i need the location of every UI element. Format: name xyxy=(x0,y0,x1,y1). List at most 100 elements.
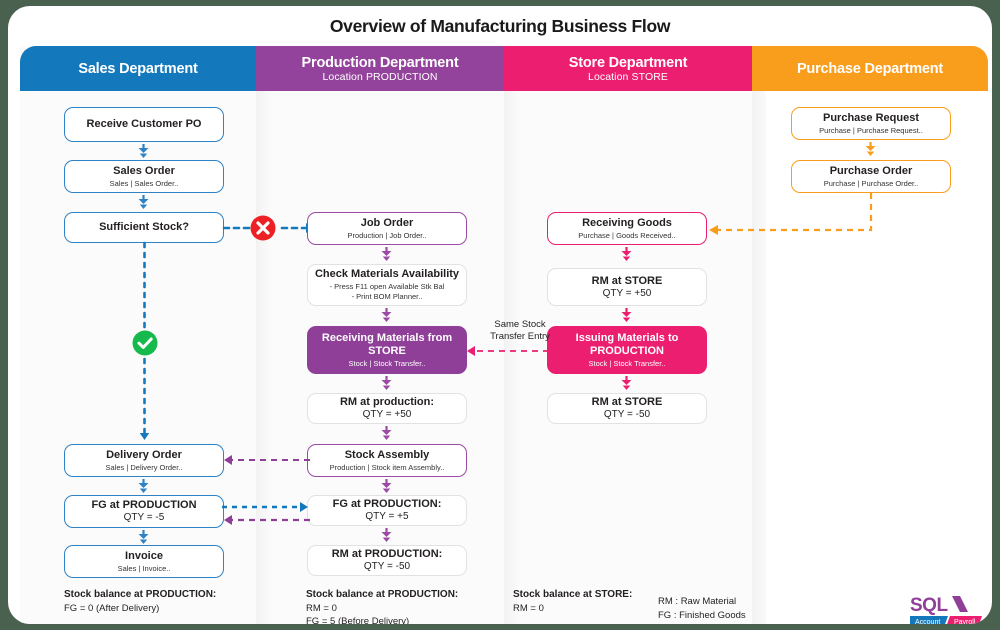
arrow-down-sales-3 xyxy=(137,479,150,495)
node-check-materials-availability[interactable]: Check Materials Availability - Press F11… xyxy=(307,264,467,306)
column-header-store-subtitle: Location STORE xyxy=(588,70,668,83)
column-separator-2 xyxy=(504,46,518,624)
node-receiving-materials-from-store[interactable]: Receiving Materials from STORE Stock | S… xyxy=(307,326,467,374)
node-receive-customer-po[interactable]: Receive Customer PO xyxy=(64,107,224,142)
note-heading: Stock balance at STORE: xyxy=(513,589,633,600)
column-header-production-subtitle: Location PRODUCTION xyxy=(322,70,438,83)
annotation-same-stock-transfer: Same Stock Transfer Entry xyxy=(490,319,550,342)
node-quantity: QTY = +5 xyxy=(365,511,409,522)
node-fg-at-production[interactable]: FG at PRODUCTION: QTY = +5 xyxy=(307,495,467,526)
arrow-down-prod-3 xyxy=(380,376,393,392)
note-heading: Stock balance at PRODUCTION: xyxy=(306,589,459,600)
arrow-down-prod-5 xyxy=(380,479,393,495)
legend-item-rm: RM : Raw Material xyxy=(658,596,737,607)
arrow-down-sales-1 xyxy=(137,144,150,160)
node-title: RM at STORE xyxy=(591,396,663,408)
node-subtitle: Stock | Stock Transfer.. xyxy=(348,358,426,368)
node-title: Delivery Order xyxy=(106,448,182,461)
yes-marker-icon xyxy=(131,329,159,357)
node-quantity: QTY = +50 xyxy=(362,409,412,420)
node-issuing-materials-to-production[interactable]: Issuing Materials to PRODUCTION Stock | … xyxy=(547,326,707,374)
connector-sufficient-stock-yes xyxy=(138,241,151,446)
node-purchase-request[interactable]: Purchase Request Purchase | Purchase Req… xyxy=(791,107,951,140)
column-header-sales: Sales Department xyxy=(20,46,256,91)
node-stock-assembly[interactable]: Stock Assembly Production | Stock item A… xyxy=(307,444,467,477)
svg-text:Payroll: Payroll xyxy=(954,619,976,624)
node-title: Check Materials Availability xyxy=(314,268,460,280)
node-delivery-order[interactable]: Delivery Order Sales | Delivery Order.. xyxy=(64,444,224,477)
connector-store-to-production-transfer xyxy=(463,345,551,357)
connector-fg-sales-to-fg-production xyxy=(222,501,310,513)
node-subtitle: Purchase | Purchase Order.. xyxy=(823,178,919,188)
arrow-down-store-2 xyxy=(620,308,633,324)
note-body: RM = 0 xyxy=(513,603,544,614)
node-title: Sufficient Stock? xyxy=(99,221,189,233)
node-title: Receiving Goods xyxy=(582,216,672,229)
no-marker-icon xyxy=(249,214,277,242)
column-separator-3 xyxy=(752,46,766,624)
arrow-down-store-3 xyxy=(620,376,633,392)
note-body: FG = 0 (After Delivery) xyxy=(64,603,160,614)
node-title: Invoice xyxy=(125,549,163,562)
sql-logo: SQL Account Payroll xyxy=(908,594,988,624)
connector-stock-assembly-to-delivery-order xyxy=(222,454,310,466)
node-title: Receive Customer PO xyxy=(86,118,202,130)
connector-purchase-order-to-receiving-goods xyxy=(706,193,876,243)
node-title: FG at PRODUCTION: xyxy=(332,498,442,510)
node-title: Sales Order xyxy=(113,164,175,177)
legend-item-fg: FG : Finished Goods xyxy=(658,610,746,621)
node-rm-at-store-out[interactable]: RM at STORE QTY = -50 xyxy=(547,393,707,424)
node-rm-at-production-final[interactable]: RM at PRODUCTION: QTY = -50 xyxy=(307,545,467,576)
node-title: FG at PRODUCTION xyxy=(91,499,197,511)
arrow-down-prod-6 xyxy=(380,528,393,544)
node-title: Stock Assembly xyxy=(344,448,430,461)
node-title: RM at PRODUCTION: xyxy=(331,548,443,560)
node-quantity: QTY = +50 xyxy=(602,287,652,299)
node-rm-at-store-in[interactable]: RM at STORE QTY = +50 xyxy=(547,268,707,306)
node-subtitle: Stock | Stock Transfer.. xyxy=(588,358,666,368)
node-subtitle: Sales | Delivery Order.. xyxy=(105,462,183,472)
arrow-down-sales-4 xyxy=(137,530,150,546)
column-separator-1 xyxy=(256,46,270,624)
arrow-down-prod-4 xyxy=(380,426,393,442)
node-title: Purchase Request xyxy=(823,111,919,124)
node-sales-order[interactable]: Sales Order Sales | Sales Order.. xyxy=(64,160,224,193)
column-header-store-title: Store Department xyxy=(568,54,688,71)
arrow-down-sales-2 xyxy=(137,195,150,211)
node-title: Purchase Order xyxy=(829,164,913,177)
legend: RM : Raw Material FG : Finished Goods xyxy=(658,595,746,623)
node-fg-at-production-sales[interactable]: FG at PRODUCTION QTY = -5 xyxy=(64,495,224,528)
node-sufficient-stock[interactable]: Sufficient Stock? xyxy=(64,212,224,243)
arrow-down-store-1 xyxy=(620,247,633,263)
node-quantity: QTY = -5 xyxy=(123,512,165,523)
node-title: Receiving Materials from STORE xyxy=(321,331,453,357)
column-header-sales-title: Sales Department xyxy=(78,60,198,77)
node-purchase-order[interactable]: Purchase Order Purchase | Purchase Order… xyxy=(791,160,951,193)
node-job-order[interactable]: Job Order Production | Job Order.. xyxy=(307,212,467,245)
node-quantity: QTY = -50 xyxy=(603,409,651,420)
node-rm-at-production[interactable]: RM at production: QTY = +50 xyxy=(307,393,467,424)
note-production-after-delivery: Stock balance at PRODUCTION: FG = 0 (Aft… xyxy=(64,588,264,615)
page-title: Overview of Manufacturing Business Flow xyxy=(329,16,671,36)
svg-text:Account: Account xyxy=(915,619,940,624)
node-title: Job Order xyxy=(360,216,414,229)
node-subtitle: Sales | Sales Order.. xyxy=(109,178,179,188)
arrow-down-prod-1 xyxy=(380,247,393,263)
note-heading: Stock balance at PRODUCTION: xyxy=(64,589,217,600)
node-invoice[interactable]: Invoice Sales | Invoice.. xyxy=(64,545,224,578)
note-production-before-delivery: Stock balance at PRODUCTION: RM = 0 FG =… xyxy=(306,588,516,624)
node-subtitle: Sales | Invoice.. xyxy=(117,563,171,573)
node-title: Issuing Materials to PRODUCTION xyxy=(575,331,679,357)
node-title: RM at production: xyxy=(339,396,435,408)
node-subtitle: Purchase | Purchase Request.. xyxy=(819,125,923,135)
note-body: RM = 0 FG = 5 (Before Delivery) xyxy=(306,603,410,624)
node-subtitle: - Press F11 open Available Stk Bal - Pri… xyxy=(329,282,445,301)
column-header-purchase: Purchase Department xyxy=(752,46,988,91)
node-title: RM at STORE xyxy=(591,274,663,287)
node-subtitle: Production | Job Order.. xyxy=(347,230,427,240)
arrow-down-purchase-1 xyxy=(864,142,877,158)
node-receiving-goods[interactable]: Receiving Goods Purchase | Goods Receive… xyxy=(547,212,707,245)
column-header-store: Store Department Location STORE xyxy=(504,46,752,91)
arrow-down-prod-2 xyxy=(380,308,393,324)
